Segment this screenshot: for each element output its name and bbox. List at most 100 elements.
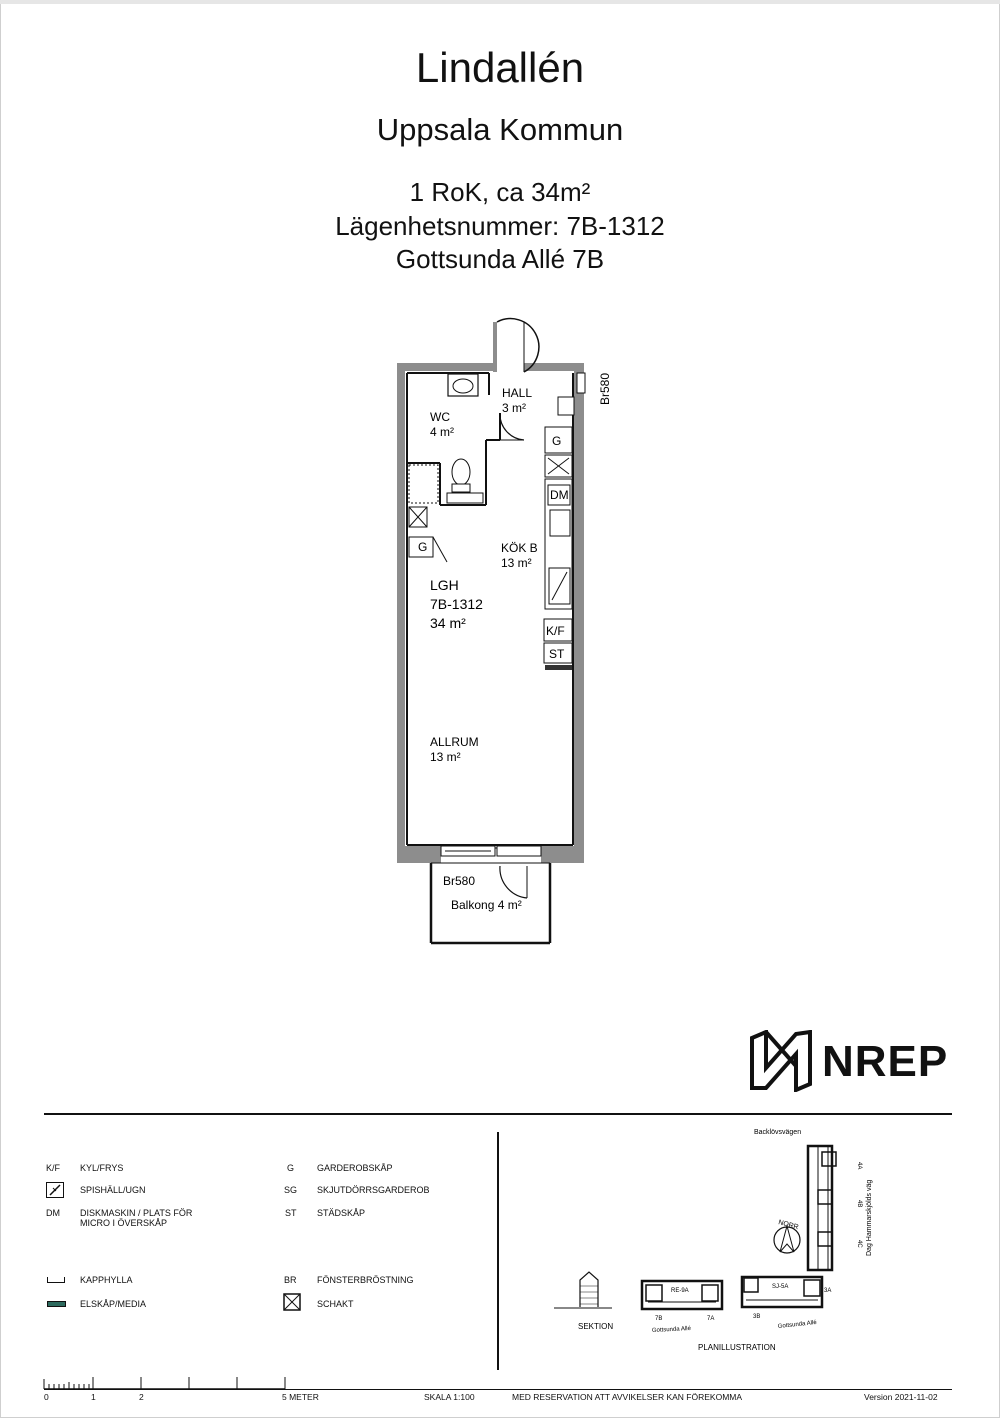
- building-3ab: [740, 1275, 824, 1309]
- building-3a: 3A: [824, 1288, 831, 1294]
- section-label: SEKTION: [578, 1322, 613, 1331]
- balcony-door-frame: [496, 845, 542, 857]
- fridge-label: K/F: [546, 624, 565, 638]
- living-room-area: 13 m²: [430, 750, 461, 764]
- window-sill-bottom: Br580: [443, 874, 475, 888]
- floor-plan: G G DM K/F ST HALL 3 m² WC 4 m² KÖK B 13…: [397, 317, 612, 945]
- plan-illustration-label: PLANILLUSTRATION: [698, 1343, 776, 1352]
- exterior-walls: [397, 322, 584, 863]
- wardrobe-hall: [544, 426, 573, 454]
- bath-cabinet: [446, 492, 484, 504]
- legend-label-electrical: ELSKÅP/MEDIA: [80, 1299, 147, 1309]
- sink-bowl: [452, 378, 474, 394]
- version-date: Version 2021-11-02: [864, 1392, 938, 1402]
- wc-area: 4 m²: [430, 425, 454, 439]
- stove-symbol-icon: [46, 1182, 64, 1198]
- scale-label: SKALA 1:100: [424, 1392, 475, 1402]
- scale-tick-1: 1: [91, 1392, 96, 1402]
- legend-label-dm-2: MICRO I ÖVERSKÅP: [80, 1218, 168, 1228]
- stove: [548, 567, 571, 605]
- coat-shelf-icon: [47, 1277, 65, 1283]
- balcony-door-swing: [499, 865, 528, 899]
- page-top-edge: [0, 0, 1000, 4]
- road-right-label: Dag Hammarskjölds väg: [866, 1180, 873, 1256]
- footer-rule: [44, 1389, 952, 1390]
- apartment-area: 34 m²: [430, 615, 466, 631]
- shower: [408, 464, 439, 504]
- property-title: Lindallén: [415, 44, 585, 91]
- interior-walls: [406, 372, 574, 846]
- scale-tick-5: 5 METER: [282, 1392, 319, 1402]
- window-sill-top: Br580: [598, 373, 612, 405]
- legend-label-g: GARDEROBSKÅP: [317, 1163, 393, 1173]
- legend-code-br: BR: [284, 1275, 297, 1285]
- wc-door-swing: [499, 412, 525, 441]
- shaft-symbol-icon: [283, 1293, 301, 1311]
- hall-area: 3 m²: [502, 401, 526, 415]
- building-7-street: Gottsunda Allé: [652, 1326, 692, 1334]
- fridge: [543, 618, 573, 642]
- apartment-number: Lägenhetsnummer: 7B-1312: [335, 211, 665, 241]
- legend-code-kf: K/F: [46, 1163, 61, 1173]
- legend-label-dm: DISKMASKIN / PLATS FÖR: [80, 1208, 193, 1218]
- legend-label-coat-shelf: KAPPHYLLA: [80, 1275, 133, 1285]
- building-7-code: RE-9A: [671, 1288, 689, 1294]
- electrical-cabinet-icon: [47, 1301, 66, 1307]
- dishwasher: [547, 484, 571, 506]
- scale-tick-2: 2: [139, 1392, 144, 1402]
- kitchen-base: [545, 665, 572, 670]
- label-4c: 4C: [856, 1240, 862, 1248]
- building-7ab: [640, 1279, 724, 1311]
- legend-code-g: G: [287, 1163, 295, 1173]
- building-3-code: SJ-5A: [772, 1284, 788, 1290]
- apartment-number-plan: 7B-1312: [430, 596, 483, 612]
- cleaning-cabinet-label: ST: [549, 647, 565, 661]
- rooms-area: 1 RoK, ca 34m²: [409, 177, 591, 207]
- kitchen-counter: [544, 478, 573, 610]
- legend-code-st: ST: [285, 1208, 297, 1218]
- section-building: [579, 1271, 599, 1307]
- building-3b: 3B: [753, 1314, 760, 1320]
- legend-label-sg: SKJUTDÖRRSGARDEROB: [317, 1185, 430, 1195]
- living-room-label: ALLRUM: [430, 735, 479, 749]
- wardrobe-hall-label: G: [552, 434, 561, 448]
- legend-code-dm: DM: [46, 1208, 60, 1218]
- scale-tick-0: 0: [44, 1392, 49, 1402]
- kitchen-area: 13 m²: [501, 556, 532, 570]
- hall-shelf: [557, 396, 575, 416]
- building-7a: 7A: [707, 1316, 714, 1322]
- wardrobe-left-label: G: [418, 540, 427, 554]
- hall-label: HALL: [502, 386, 532, 400]
- reservation-note: MED RESERVATION ATT AVVIKELSER KAN FÖREK…: [512, 1392, 743, 1402]
- address: Gottsunda Allé 7B: [395, 244, 605, 274]
- legend-code-sg: SG: [284, 1185, 298, 1195]
- toilet-tank: [451, 483, 471, 493]
- legend-label-br: FÖNSTERBRÖSTNING: [317, 1275, 414, 1285]
- scale-bar: [43, 1377, 286, 1390]
- legend-divider: [497, 1132, 499, 1370]
- building-3-street: Gottsunda Allé: [778, 1320, 818, 1330]
- legend-label-kf: KYL/FRYS: [80, 1163, 124, 1173]
- window-top: [576, 372, 586, 394]
- municipality: Uppsala Kommun: [376, 112, 624, 147]
- road-top-label: Backlövsvägen: [754, 1129, 801, 1136]
- building-7b: 7B: [655, 1316, 662, 1322]
- site-plan: Backlövsvägen 4A 4B 4C Dag Hammarskjölds…: [554, 1129, 873, 1352]
- legend-label-st: STÄDSKÅP: [317, 1208, 366, 1218]
- legend-label-shaft: SCHAKT: [317, 1299, 354, 1309]
- label-4b: 4B: [856, 1200, 862, 1207]
- label-4a: 4A: [856, 1162, 862, 1169]
- balcony-label: Balkong 4 m²: [451, 898, 522, 912]
- kitchen-sink: [549, 509, 571, 537]
- kitchen-label: KÖK B: [501, 541, 538, 555]
- entrance-door-swing: [496, 317, 540, 373]
- cleaning-cabinet: [543, 642, 573, 664]
- apartment-label: LGH: [430, 577, 459, 593]
- wc-label: WC: [430, 410, 450, 424]
- nrep-logo-text: NREP: [822, 1037, 949, 1086]
- legend-top-rule: [44, 1113, 952, 1115]
- nrep-logo-mark: [750, 1030, 812, 1092]
- toilet: [451, 458, 471, 486]
- balcony: [429, 863, 552, 945]
- wardrobe-left: [408, 536, 434, 558]
